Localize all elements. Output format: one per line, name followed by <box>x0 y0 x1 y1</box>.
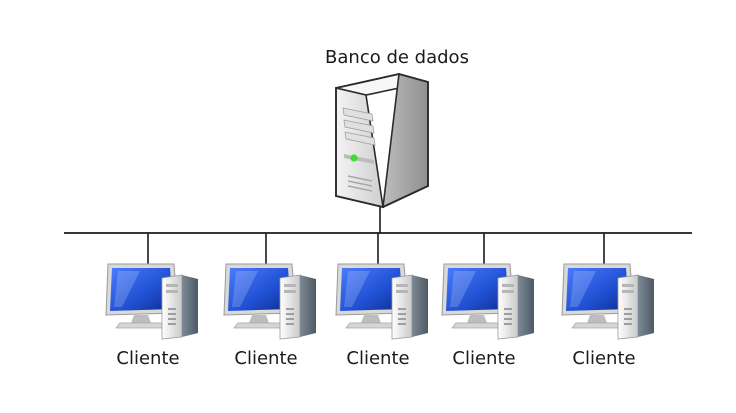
client-computer-icon <box>105 263 199 340</box>
client-computer-icon <box>441 263 535 340</box>
client-label: Cliente <box>572 348 635 369</box>
clients-group: Cliente Cliente Cliente Cliente Cliente <box>105 233 655 369</box>
client-computer-icon <box>335 263 429 340</box>
client-label: Cliente <box>346 348 409 369</box>
server-icon <box>335 72 429 209</box>
client-label: Cliente <box>116 348 179 369</box>
client-label: Cliente <box>452 348 515 369</box>
client-computer-icon <box>223 263 317 340</box>
client-label: Cliente <box>234 348 297 369</box>
server-label: Banco de dados <box>325 47 469 68</box>
server-led-icon <box>350 154 358 162</box>
client-computer-icon <box>561 263 655 340</box>
